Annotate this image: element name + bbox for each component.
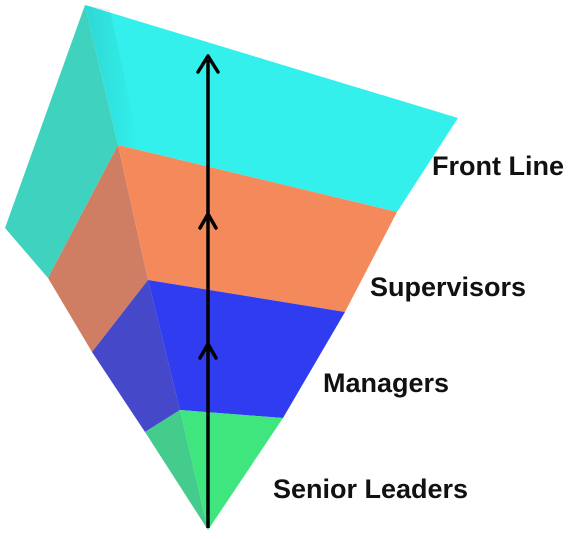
- tier-senior-leaders: [180, 410, 283, 530]
- pyramid-side-faces: [5, 5, 208, 530]
- label-front-line: Front Line: [432, 151, 564, 181]
- arrow-chevron-icon: [198, 342, 218, 360]
- tier-front-line: [85, 5, 458, 212]
- tier-front-line-shadow: [85, 5, 140, 150]
- label-supervisors: Supervisors: [370, 272, 526, 302]
- arrow-head-icon: [196, 54, 220, 74]
- tier-supervisors: [118, 145, 397, 312]
- level-labels: Front Line Supervisors Managers Senior L…: [273, 151, 564, 504]
- label-senior-leaders: Senior Leaders: [273, 474, 468, 504]
- front-line-side-face: [5, 5, 118, 278]
- pyramid-front-faces: [85, 5, 458, 530]
- label-managers: Managers: [323, 368, 449, 398]
- managers-side-face: [92, 280, 180, 432]
- supervisors-side-face: [48, 145, 148, 352]
- senior-leaders-side-face: [145, 410, 208, 530]
- tier-managers: [148, 280, 345, 418]
- upward-arrow: [196, 54, 220, 528]
- arrow-chevron-icon: [198, 212, 218, 230]
